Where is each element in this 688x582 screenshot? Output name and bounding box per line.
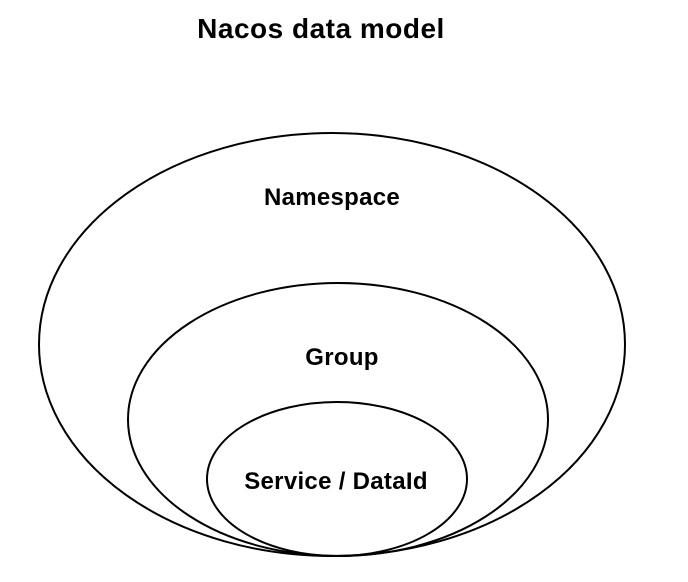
service-dataid-ellipse (206, 401, 468, 557)
group-ellipse (127, 282, 549, 557)
service-dataid-label: Service / DataId (244, 468, 428, 495)
namespace-label: Namespace (263, 184, 401, 211)
diagram-title: Nacos data model (197, 13, 445, 44)
group-label: Group (305, 344, 379, 371)
